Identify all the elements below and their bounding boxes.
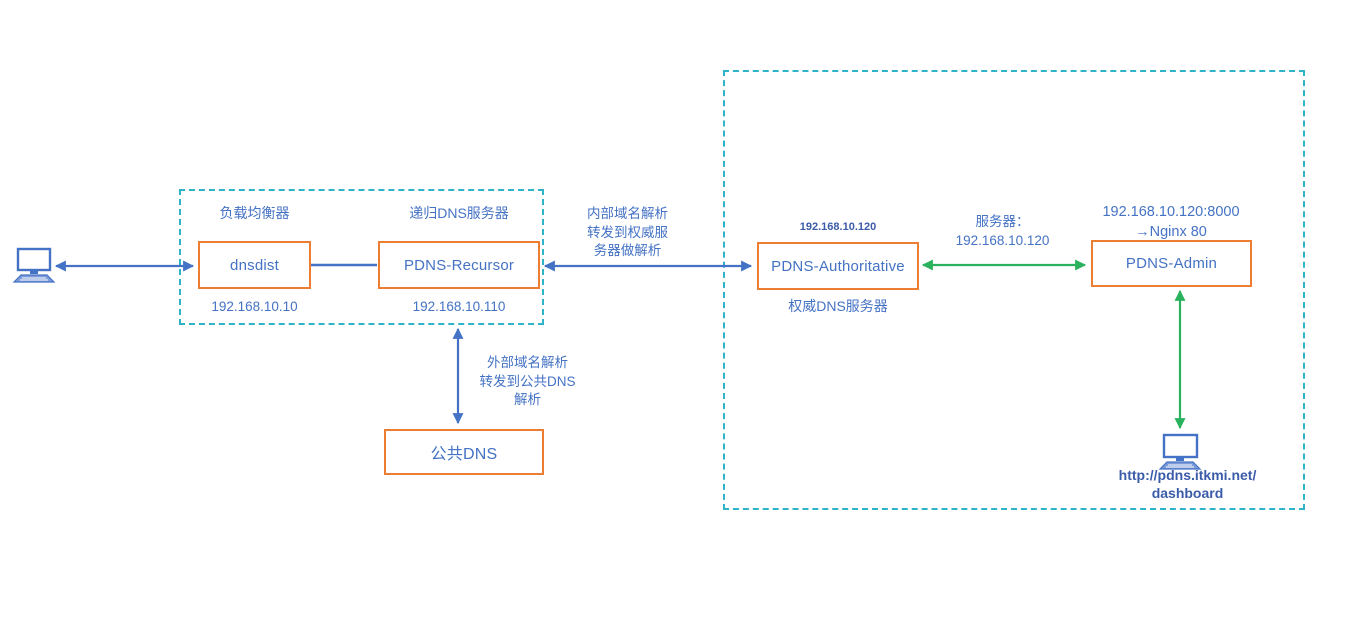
node-pdns-recursor: PDNS-Recursor	[378, 241, 540, 289]
admin-server-note: 服务器： 192.168.10.120	[955, 214, 1050, 248]
client-computer-icon	[12, 247, 56, 283]
dnsdist-ip-label: 192.168.10.10	[211, 299, 298, 314]
authoritative-group-box	[723, 70, 1305, 510]
node-dnsdist: dnsdist	[198, 241, 311, 289]
node-pdns-authoritative: PDNS-Authoritative	[757, 242, 919, 290]
authoritative-role-label: 权威DNS服务器	[788, 298, 888, 314]
node-public-dns: 公共DNS	[384, 429, 544, 475]
recursor-role-label: 递归DNS服务器	[409, 205, 509, 221]
admin-port-note: 192.168.10.120:8000 →Nginx 80	[1102, 204, 1240, 240]
dashboard-computer-icon	[1158, 433, 1202, 470]
external-resolution-note: 外部域名解析 转发到公共DNS 解析	[479, 355, 576, 408]
recursor-ip-label: 192.168.10.110	[412, 299, 506, 314]
dashboard-url-label: http://pdns.itkmi.net/ dashboard	[1118, 467, 1257, 501]
internal-resolution-note: 内部域名解析 转发到权威服 务器做解析	[587, 206, 668, 259]
dnsdist-role-label: 负载均衡器	[219, 205, 290, 221]
authoritative-ip-label: 192.168.10.120	[799, 221, 877, 233]
node-pdns-admin: PDNS-Admin	[1091, 240, 1252, 287]
resolver-group-box	[179, 189, 544, 325]
